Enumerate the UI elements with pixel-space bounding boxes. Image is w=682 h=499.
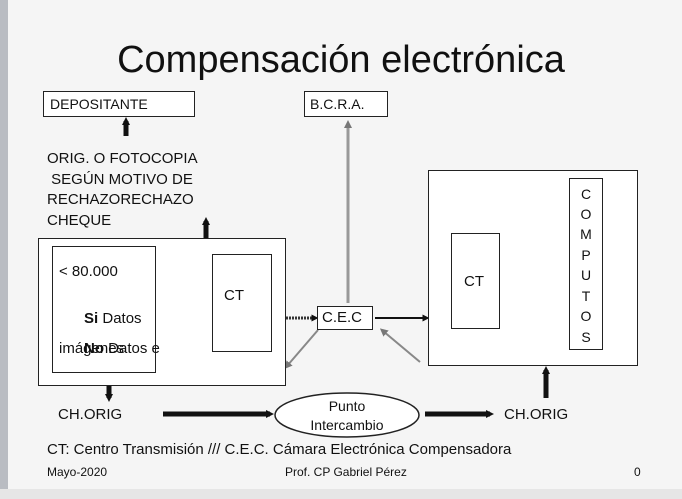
no-bold: No [84, 340, 105, 357]
computos-letter: M [580, 226, 592, 242]
ch-orig-right-label: CH.ORIG [504, 406, 569, 423]
si-rest: Datos [98, 310, 142, 327]
depositante-label: DEPOSITANTE [50, 96, 148, 112]
depositante-box: DEPOSITANTE [43, 91, 195, 117]
cec-box: C.E.C [317, 306, 373, 330]
left-ct-box: CT [212, 254, 272, 352]
computos-letter: P [581, 247, 591, 263]
ch-orig-left-label: CH.ORIG [58, 406, 123, 423]
computos-letter: O [580, 308, 592, 324]
no-datos-label: No Datos e [59, 319, 160, 379]
arrow-cec-to-exchange [284, 329, 319, 370]
right-ct-label: CT [464, 273, 484, 290]
computos-letter: C [580, 186, 592, 202]
left-ct-label: CT [224, 287, 244, 304]
cec-label: C.E.C [322, 309, 363, 326]
imagenes-label: imágenes [59, 340, 125, 357]
bcra-label: B.C.R.A. [310, 96, 365, 112]
slide-title: Compensación electrónica [117, 39, 565, 81]
bcra-box: B.C.R.A. [304, 91, 388, 117]
footer-date: Mayo-2020 [47, 465, 108, 479]
computos-box: C O M P U T O S [569, 178, 603, 350]
right-ct-box: CT [451, 233, 500, 329]
computos-letter: U [580, 267, 592, 283]
legend-text: CT: Centro Transmisión /// C.E.C. Cámara… [47, 441, 512, 458]
orig-note: ORIG. O FOTOCOPIA SEGÚN MOTIVO DE RECHAZ… [47, 150, 198, 229]
punto-intercambio-ellipse [274, 392, 420, 438]
slide-edge [0, 0, 8, 499]
footer-author: Prof. CP Gabriel Pérez [285, 465, 407, 479]
limit-label: < 80.000 [59, 263, 118, 280]
arrow-exchange-to-cec [379, 328, 421, 363]
no-rest: Datos e [104, 340, 160, 357]
punto-intercambio-label: Punto Intercambio [310, 398, 384, 433]
footer-page-number: 0 [634, 465, 641, 479]
si-datos-label: Si Datos [59, 289, 142, 349]
computos-letter: S [581, 329, 591, 345]
computos-letter: O [580, 206, 592, 222]
left-bank-inner-box: < 80.000 Si Datos No Datos e imágenes [52, 246, 160, 373]
right-bank-box: CT C O M P U T O S [428, 170, 638, 366]
slide-bottom-strip [0, 489, 682, 499]
left-bank-box: < 80.000 Si Datos No Datos e imágenes CT [38, 238, 286, 386]
computos-letter: T [581, 288, 591, 304]
si-bold: Si [84, 310, 99, 327]
